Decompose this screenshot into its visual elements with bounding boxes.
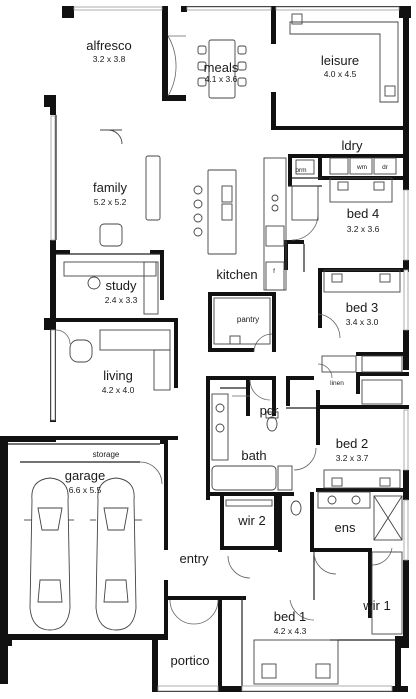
dr-name: dr <box>382 164 389 171</box>
windows <box>50 6 409 692</box>
storage-name: storage <box>93 450 120 459</box>
bed3-name: bed 3 <box>346 300 379 315</box>
linen-name: linen <box>330 380 344 387</box>
bed1-size: 4.2 x 4.3 <box>274 626 307 636</box>
leisure-size: 4.0 x 4.5 <box>324 69 357 79</box>
family-name: family <box>93 180 127 195</box>
alfresco-size: 3.2 x 3.8 <box>93 54 126 64</box>
entry-name: entry <box>180 551 209 566</box>
ldry-name: ldry <box>342 138 363 153</box>
bed4-name: bed 4 <box>347 206 380 221</box>
brm-name: brm <box>295 167 306 174</box>
thin-outlines <box>8 115 395 686</box>
bed4-size: 3.2 x 3.6 <box>347 224 380 234</box>
pantry-name: pantry <box>237 315 259 324</box>
living-size: 4.2 x 4.0 <box>102 385 135 395</box>
fixtures <box>24 13 403 685</box>
portico-name: portico <box>170 653 209 668</box>
kitchen-name: kitchen <box>216 267 257 282</box>
study-name: study <box>105 278 137 293</box>
bed2-size: 3.2 x 3.7 <box>336 453 369 463</box>
walls <box>0 6 411 692</box>
living-name: living <box>103 368 133 383</box>
alfresco-name: alfresco <box>86 38 132 53</box>
study-size: 2.4 x 3.3 <box>105 295 138 305</box>
wm-name: wm <box>356 164 367 171</box>
meals-size: 4.1 x 3.6 <box>205 74 238 84</box>
pdr-name: pdr <box>260 403 279 418</box>
bed3-size: 3.4 x 3.0 <box>346 317 379 327</box>
garage-name: garage <box>65 468 105 483</box>
wir1-name: wir 1 <box>362 598 390 613</box>
ens-name: ens <box>335 520 356 535</box>
garage-size: 6.6 x 5.5 <box>69 485 102 495</box>
bed2-name: bed 2 <box>336 436 369 451</box>
room-labels: alfresco 3.2 x 3.8 meals 4.1 x 3.6 leisu… <box>65 38 391 668</box>
fridge-name: f <box>273 268 275 275</box>
leisure-name: leisure <box>321 53 359 68</box>
doors <box>55 35 393 625</box>
bed1-name: bed 1 <box>274 609 307 624</box>
bath-name: bath <box>241 448 266 463</box>
family-size: 5.2 x 5.2 <box>94 197 127 207</box>
wir2-name: wir 2 <box>237 513 265 528</box>
meals-name: meals <box>204 60 239 75</box>
